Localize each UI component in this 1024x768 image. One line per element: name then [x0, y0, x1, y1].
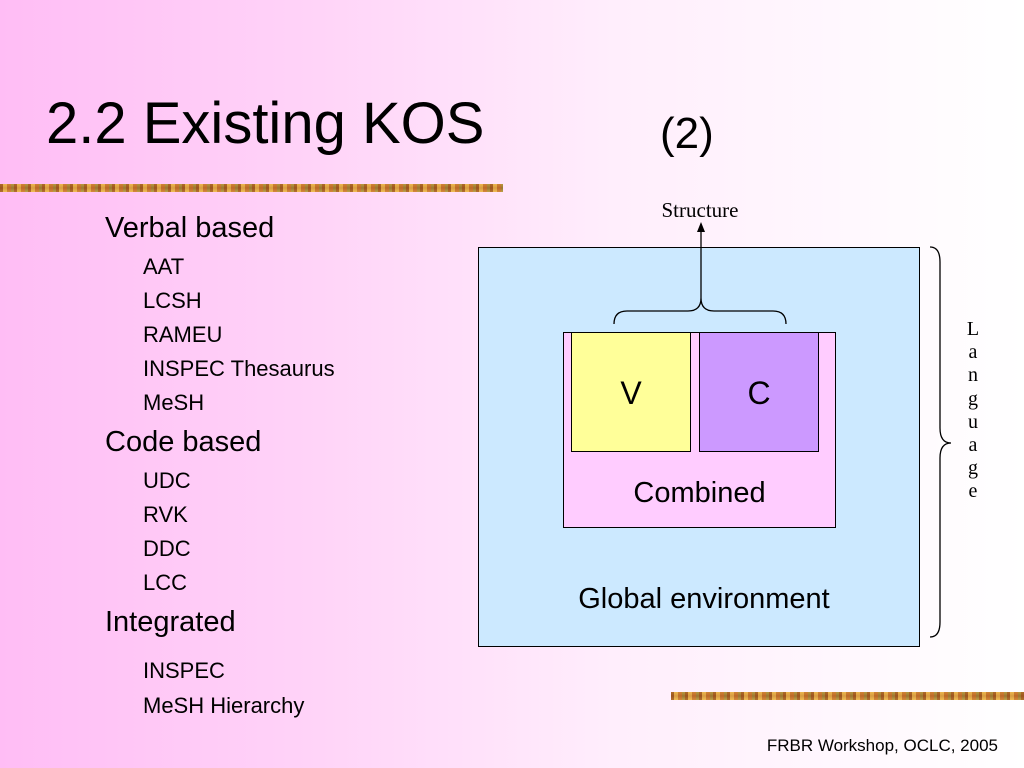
outline-item-lcsh: LCSH: [143, 288, 202, 313]
verbal-box-label: V: [620, 375, 642, 411]
slide-title-number: (2): [660, 109, 714, 158]
language-letter: L: [966, 318, 980, 340]
outline-item-inspec: INSPEC: [143, 658, 225, 683]
combined-label: Combined: [633, 477, 766, 509]
slide-title: 2.2 Existing KOS: [46, 91, 485, 156]
language-letter: g: [968, 457, 978, 480]
structure-label: Structure: [661, 198, 739, 222]
outline-item-lcc: LCC: [143, 570, 188, 595]
slide-footer: FRBR Workshop, OCLC, 2005: [766, 736, 998, 755]
language-brace: [929, 246, 952, 638]
footer-divider-bar: [671, 692, 1024, 700]
outline-heading-integrated: Integrated: [105, 606, 236, 638]
outline-item-rvk: RVK: [143, 502, 188, 527]
global-environment-label: Global environment: [578, 583, 830, 615]
outline-item-rameu: RAMEU: [143, 322, 223, 347]
language-letter: n: [968, 364, 978, 387]
outline-item-mesh-hierarchy: MeSH Hierarchy: [143, 693, 305, 718]
structure-arrowhead: [697, 222, 705, 232]
code-box: C: [699, 332, 819, 452]
outline-item-inspec-thesaurus: INSPEC Thesaurus: [143, 356, 335, 381]
language-letter: g: [968, 387, 978, 410]
language-letter: a: [968, 341, 978, 364]
language-letter: u: [968, 410, 978, 433]
verbal-box: V: [571, 332, 691, 452]
outline-item-aat: AAT: [143, 254, 185, 279]
title-divider-bar: [0, 184, 503, 192]
outline-item-udc: UDC: [143, 468, 191, 493]
language-letter: a: [968, 434, 978, 457]
outline-heading-verbal: Verbal based: [105, 212, 275, 244]
language-letter: e: [968, 480, 978, 503]
outline-heading-code: Code based: [105, 426, 262, 458]
outline-item-ddc: DDC: [143, 536, 191, 561]
outline-item-mesh: MeSH: [143, 390, 205, 415]
code-box-label: C: [747, 375, 771, 411]
